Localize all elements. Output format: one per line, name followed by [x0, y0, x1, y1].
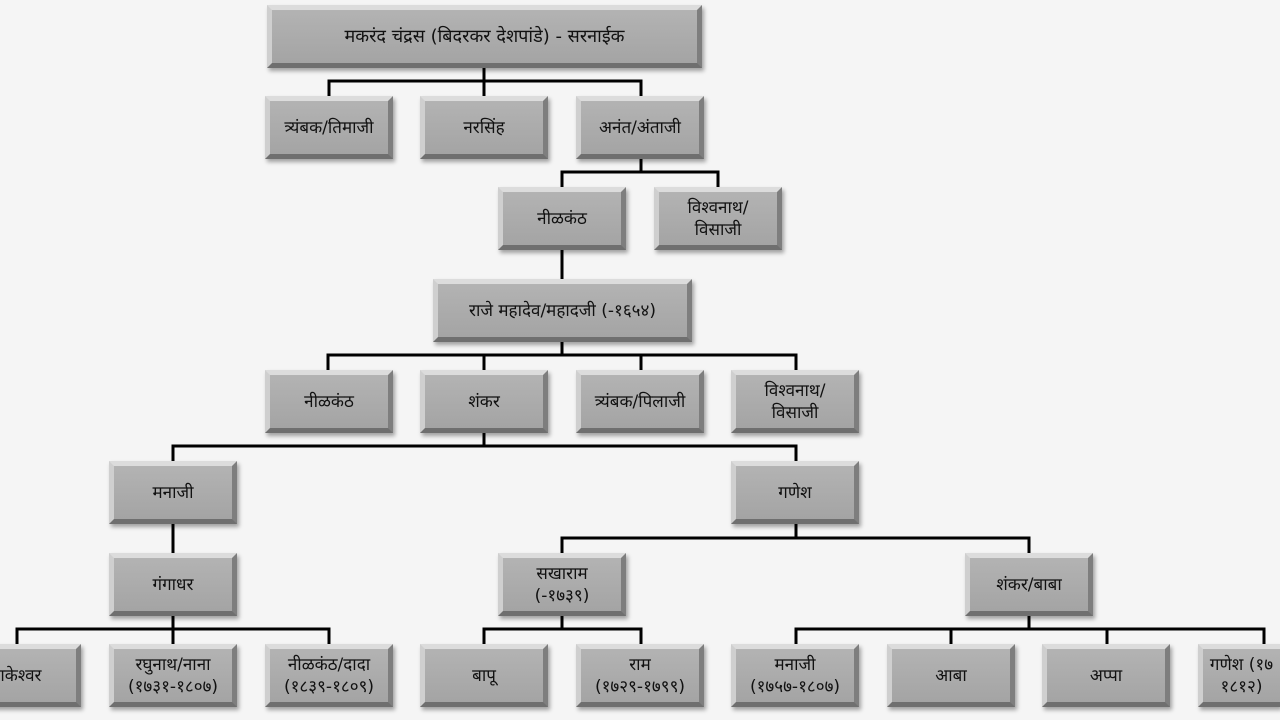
node-appa: अप्पा: [1042, 644, 1170, 707]
node-nilkanth-2: नीळकंठ: [265, 370, 393, 433]
node-raje-mahadev: राजे महादेव/महादजी (-१६५४): [433, 279, 692, 342]
node-vishwanath-visaji-1: विश्वनाथ/विसाजी: [654, 187, 782, 250]
node-narsinh: नरसिंह: [420, 96, 548, 159]
node-shankar-baba: शंकर/बाबा: [965, 553, 1093, 616]
node-tryambak-pilaji: त्र्यंबक/पिलाजी: [576, 370, 704, 433]
node-shankar: शंकर: [420, 370, 548, 433]
node-aaba: आबा: [887, 644, 1015, 707]
node-gangadhar: गंगाधर: [109, 553, 237, 616]
node-raghunath-nana: रघुनाथ/नाना (१७३१-१८०७): [109, 644, 237, 707]
node-ganesh-2: गणेश (१७ १८१२): [1198, 644, 1280, 707]
node-anant-antaji: अनंत/अंताजी: [576, 96, 704, 159]
node-ram: राम (१७२९-१७९९): [576, 644, 704, 707]
node-sakharam: सखाराम (-१७३९): [498, 553, 626, 616]
node-manaji: मनाजी: [109, 461, 237, 524]
node-vishwanath-visaji-2: विश्वनाथ/विसाजी: [731, 370, 859, 433]
node-ganesh: गणेश: [731, 461, 859, 524]
node-bapu: बापू: [420, 644, 548, 707]
node-nilkanth-1: नीळकंठ: [498, 187, 626, 250]
node-tryambak-timaji: त्र्यंबक/तिमाजी: [265, 96, 393, 159]
node-nilkanth-dada: नीळकंठ/दादा (१८३९-१८०९): [265, 644, 393, 707]
node-root: मकरंद चंद्रस (बिदरकर देशपांडे) - सरनाईक: [267, 5, 702, 68]
node-manaji-2: मनाजी (१७५७-१८०७): [731, 644, 859, 707]
node-nakeshwar: णकेश्वर: [0, 644, 81, 707]
